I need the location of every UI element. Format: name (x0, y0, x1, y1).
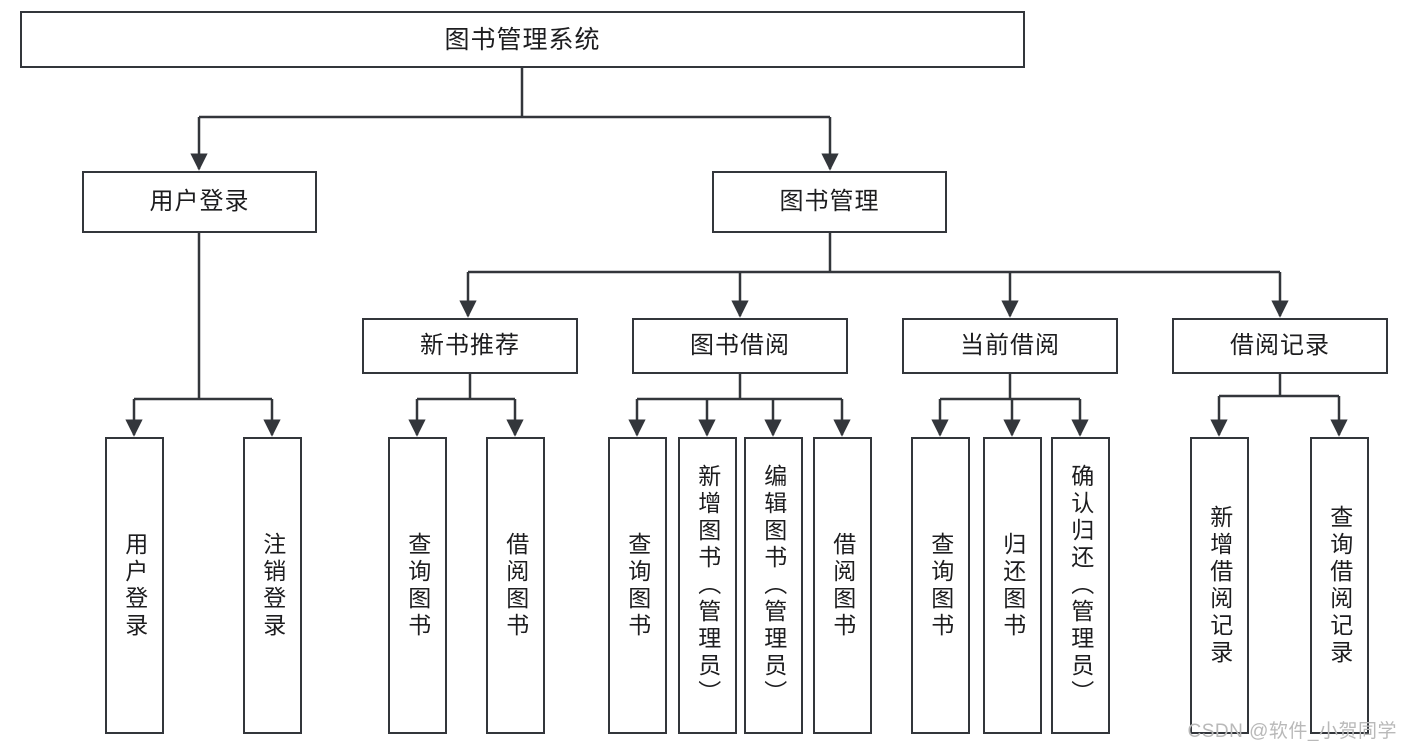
leaf-add-book-admin[interactable]: 新增图书（管理员） (678, 437, 737, 734)
leaf-borrow-book-bb[interactable]: 借阅图书 (813, 437, 872, 734)
node-label: 查询借阅记录 (1326, 504, 1353, 667)
node-label: 查询图书 (927, 531, 954, 640)
node-label: 查询图书 (404, 531, 431, 640)
leaf-add-borrow-record[interactable]: 新增借阅记录 (1190, 437, 1249, 734)
leaf-return-book[interactable]: 归还图书 (983, 437, 1042, 734)
node-current-borrow[interactable]: 当前借阅 (902, 318, 1118, 374)
node-label: 注销登录 (259, 531, 286, 640)
leaf-query-book-cb[interactable]: 查询图书 (911, 437, 970, 734)
node-label: 借阅图书 (829, 531, 856, 640)
node-root-system[interactable]: 图书管理系统 (20, 11, 1025, 68)
node-label: 用户登录 (149, 187, 250, 215)
node-label: 当前借阅 (960, 331, 1060, 359)
leaf-query-borrow-record[interactable]: 查询借阅记录 (1310, 437, 1369, 734)
node-new-book-recommend[interactable]: 新书推荐 (362, 318, 578, 374)
node-label: 借阅图书 (502, 531, 529, 640)
leaf-logout[interactable]: 注销登录 (243, 437, 302, 734)
leaf-query-book-bb[interactable]: 查询图书 (608, 437, 667, 734)
node-label: 确认归还（管理员） (1067, 464, 1094, 707)
node-label: 编辑图书（管理员） (760, 464, 787, 707)
node-book-management[interactable]: 图书管理 (712, 171, 947, 233)
leaf-confirm-return-admin[interactable]: 确认归还（管理员） (1051, 437, 1110, 734)
node-label: 新增图书（管理员） (694, 464, 721, 707)
node-label: 归还图书 (999, 531, 1026, 640)
node-label: 借阅记录 (1230, 331, 1330, 359)
csdn-watermark: CSDN @软件_小贺同学 (1187, 721, 1397, 742)
leaf-query-book-nbr[interactable]: 查询图书 (388, 437, 447, 734)
node-book-borrow[interactable]: 图书借阅 (632, 318, 848, 374)
node-label: 新增借阅记录 (1206, 504, 1233, 667)
node-label: 用户登录 (121, 531, 148, 640)
node-label: 新书推荐 (420, 331, 520, 359)
leaf-borrow-book-nbr[interactable]: 借阅图书 (486, 437, 545, 734)
leaf-user-login[interactable]: 用户登录 (105, 437, 164, 734)
node-user-login[interactable]: 用户登录 (82, 171, 317, 233)
node-label: 图书管理 (779, 187, 880, 215)
node-label: 图书借阅 (690, 331, 790, 359)
node-label: 图书管理系统 (444, 25, 601, 54)
node-borrow-record[interactable]: 借阅记录 (1172, 318, 1388, 374)
node-label: 查询图书 (624, 531, 651, 640)
leaf-edit-book-admin[interactable]: 编辑图书（管理员） (744, 437, 803, 734)
